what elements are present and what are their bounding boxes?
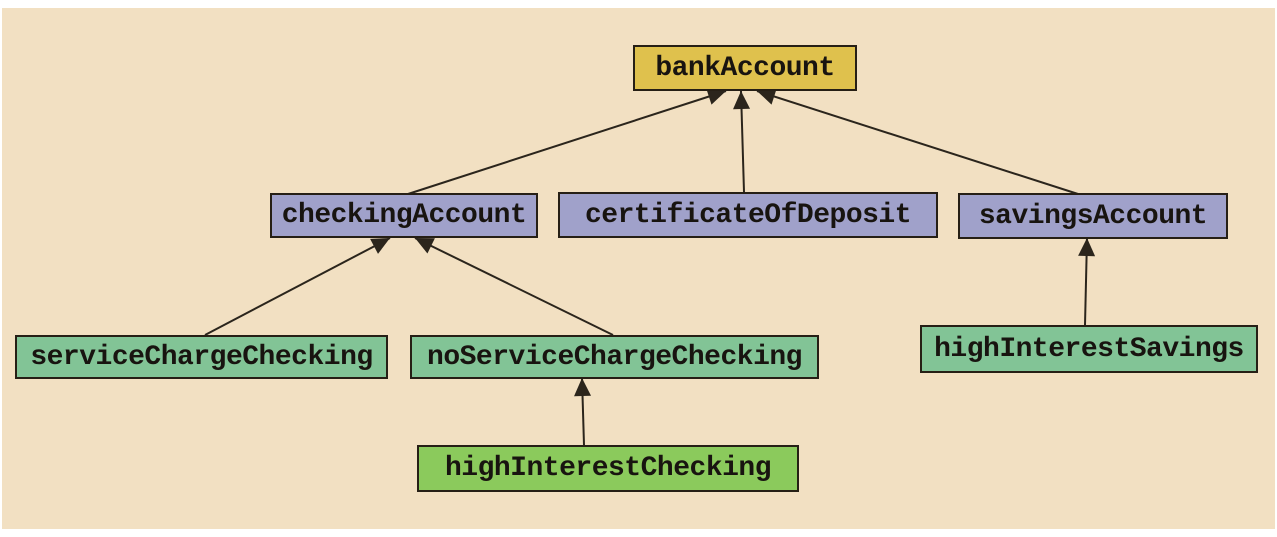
node-bankAccount: bankAccount bbox=[633, 45, 857, 91]
node-checkingAccount: checkingAccount bbox=[270, 193, 538, 238]
node-highInterestSavings: highInterestSavings bbox=[920, 325, 1258, 373]
node-certificateOfDeposit: certificateOfDeposit bbox=[558, 192, 938, 238]
node-highInterestChecking: highInterestChecking bbox=[417, 445, 799, 492]
node-serviceChargeChecking: serviceChargeChecking bbox=[15, 335, 388, 379]
node-savingsAccount: savingsAccount bbox=[958, 193, 1228, 239]
node-noServiceChargeChecking: noServiceChargeChecking bbox=[410, 335, 819, 379]
